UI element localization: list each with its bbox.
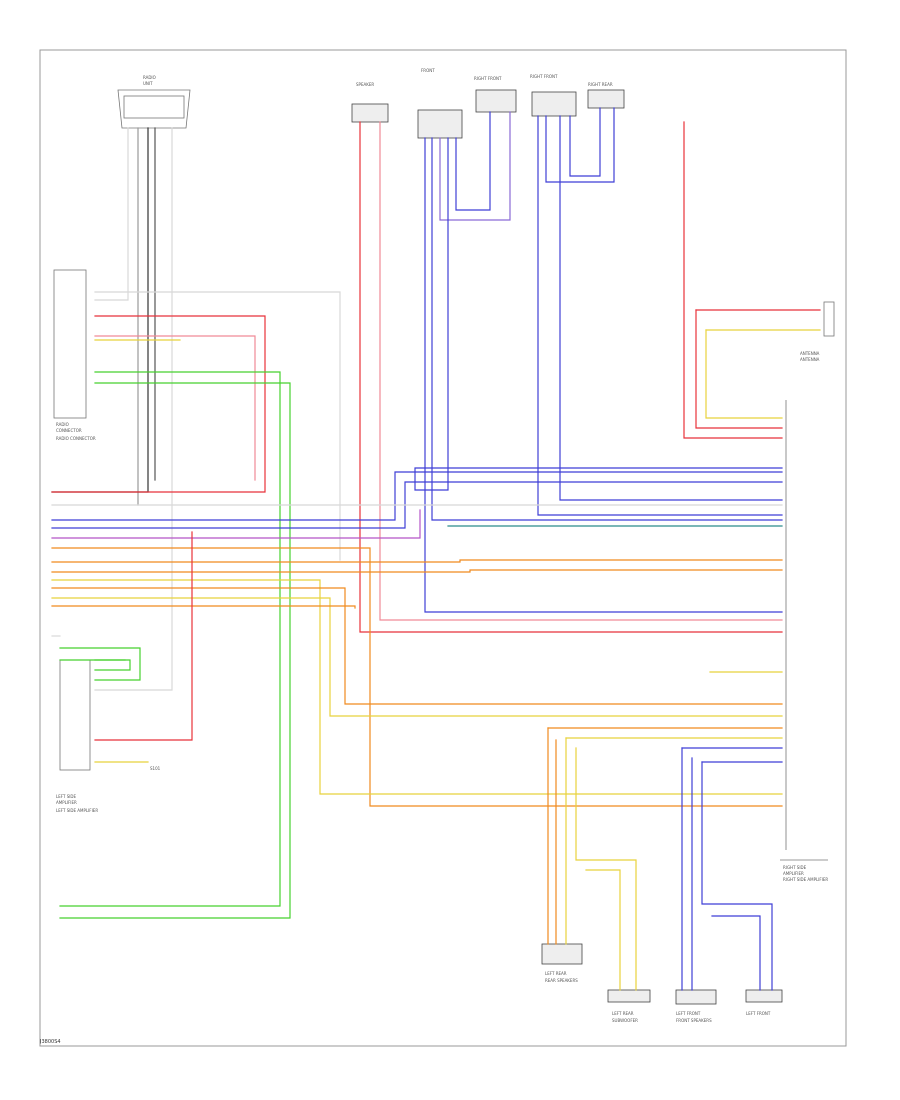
label-splice: S101	[150, 766, 161, 771]
svg-text:RADIO: RADIO	[56, 422, 69, 427]
label-rear-speakers: REAR SPEAKERS	[545, 978, 578, 983]
svg-text:LEFT FRONT: LEFT FRONT	[676, 1011, 701, 1016]
top-connector-4: RIGHT FRONT	[530, 74, 577, 117]
label-subwoofer: SUBWOOFER	[612, 1018, 638, 1023]
svg-text:AMPLIFIER: AMPLIFIER	[56, 800, 77, 805]
top-connector-2: FRONT	[417, 68, 463, 139]
label-radio-connector: RADIO CONNECTOR	[56, 436, 96, 441]
svg-text:RADIO: RADIO	[143, 75, 156, 80]
top-connector-3: RIGHT FRONT	[474, 76, 517, 113]
bottom-speaker-3: LEFT FRONT	[675, 989, 717, 1016]
wire-red-speaker-1	[359, 121, 783, 633]
wire-red-antenna-3	[695, 309, 783, 429]
diagram-frame	[39, 49, 847, 1047]
wire-blue-front-2	[431, 137, 783, 521]
svg-text:LEFT REAR: LEFT REAR	[545, 971, 567, 976]
svg-text:ANTENNA: ANTENNA	[800, 351, 820, 356]
wire-yellow-ra-3	[585, 869, 621, 991]
label-left-side-amplifier: LEFT SIDE AMPLIFIER	[56, 808, 98, 813]
svg-text:LEFT SIDE: LEFT SIDE	[56, 794, 77, 799]
wire-yellow-1	[51, 579, 783, 795]
wire-blue-rf-3	[559, 115, 783, 501]
wire-radio-white-2	[94, 127, 173, 691]
wire-green-radio-1	[59, 371, 281, 907]
radio-unit: RADIO UNIT	[117, 75, 191, 129]
wire-blue-bus-1	[51, 471, 783, 521]
wire-green-radio-2	[59, 382, 291, 919]
wire-red-loop	[51, 315, 266, 493]
svg-text:RIGHT FRONT: RIGHT FRONT	[474, 76, 502, 81]
bottom-speaker-1: LEFT REAR	[541, 943, 583, 976]
wire-red-antenna	[683, 121, 783, 439]
wire-blue-front-1	[424, 137, 783, 613]
wire-blue-lf-4	[711, 915, 761, 991]
right-side-amplifier-block: RIGHT SIDE AMPLIFIER	[780, 400, 828, 876]
wire-orange-5	[51, 605, 356, 609]
svg-text:LEFT REAR: LEFT REAR	[612, 1011, 634, 1016]
label-right-side-amplifier: RIGHT SIDE AMPLIFIER	[783, 877, 828, 882]
wire-orange-1	[51, 547, 783, 807]
svg-text:SPEAKER: SPEAKER	[356, 82, 374, 87]
wire-orange-3	[51, 569, 783, 573]
bottom-speaker-2: LEFT REAR	[607, 989, 651, 1016]
top-connector-5: RIGHT REAR	[587, 82, 625, 109]
wire-red-amp	[94, 531, 193, 741]
wire-orange-4	[51, 587, 783, 705]
wire-yellow-antenna-2	[705, 329, 783, 419]
wire-pink-radio	[94, 335, 256, 481]
label-antenna: ANTENNA	[800, 357, 820, 362]
wire-yellow-2	[51, 597, 783, 717]
wire-violet-bus	[51, 509, 421, 539]
wire-blue-front-3	[414, 137, 783, 491]
antenna-block: ANTENNA	[800, 301, 835, 356]
wire-green-amp-1	[59, 647, 141, 681]
left-side-amplifier-block: LEFT SIDE AMPLIFIER	[56, 659, 91, 805]
svg-text:RIGHT SIDE: RIGHT SIDE	[783, 865, 807, 870]
wire-radio-white-1	[94, 127, 129, 301]
radio-connector-block: RADIO CONNECTOR	[53, 269, 87, 433]
svg-text:LEFT FRONT: LEFT FRONT	[746, 1011, 771, 1016]
diagram-code: J3800S4	[40, 1039, 61, 1045]
wire-blue-rf-2	[545, 107, 615, 183]
wire-pink-speaker-1	[379, 121, 783, 621]
top-connector-1: SPEAKER	[351, 82, 389, 123]
wire-blue-lf-3d	[701, 761, 773, 991]
svg-text:RIGHT FRONT: RIGHT FRONT	[530, 74, 558, 79]
wire-orange-2	[51, 559, 783, 563]
bottom-speaker-4: LEFT FRONT	[745, 989, 783, 1016]
svg-text:FRONT: FRONT	[421, 68, 435, 73]
svg-text:RIGHT REAR: RIGHT REAR	[588, 82, 613, 87]
wire-blue-rf-1	[537, 115, 783, 516]
svg-text:CONNECTOR: CONNECTOR	[56, 428, 82, 433]
svg-text:UNIT: UNIT	[143, 81, 153, 86]
wire-blue-front-4	[455, 111, 491, 211]
wire-blue-rf-4	[569, 107, 601, 177]
svg-text:AMPLIFIER: AMPLIFIER	[783, 871, 804, 876]
wire-violet-front	[439, 111, 511, 221]
wire-white-top	[94, 291, 341, 561]
label-front-speakers: FRONT SPEAKERS	[676, 1018, 712, 1023]
wire-yellow-ra-2	[575, 747, 637, 991]
